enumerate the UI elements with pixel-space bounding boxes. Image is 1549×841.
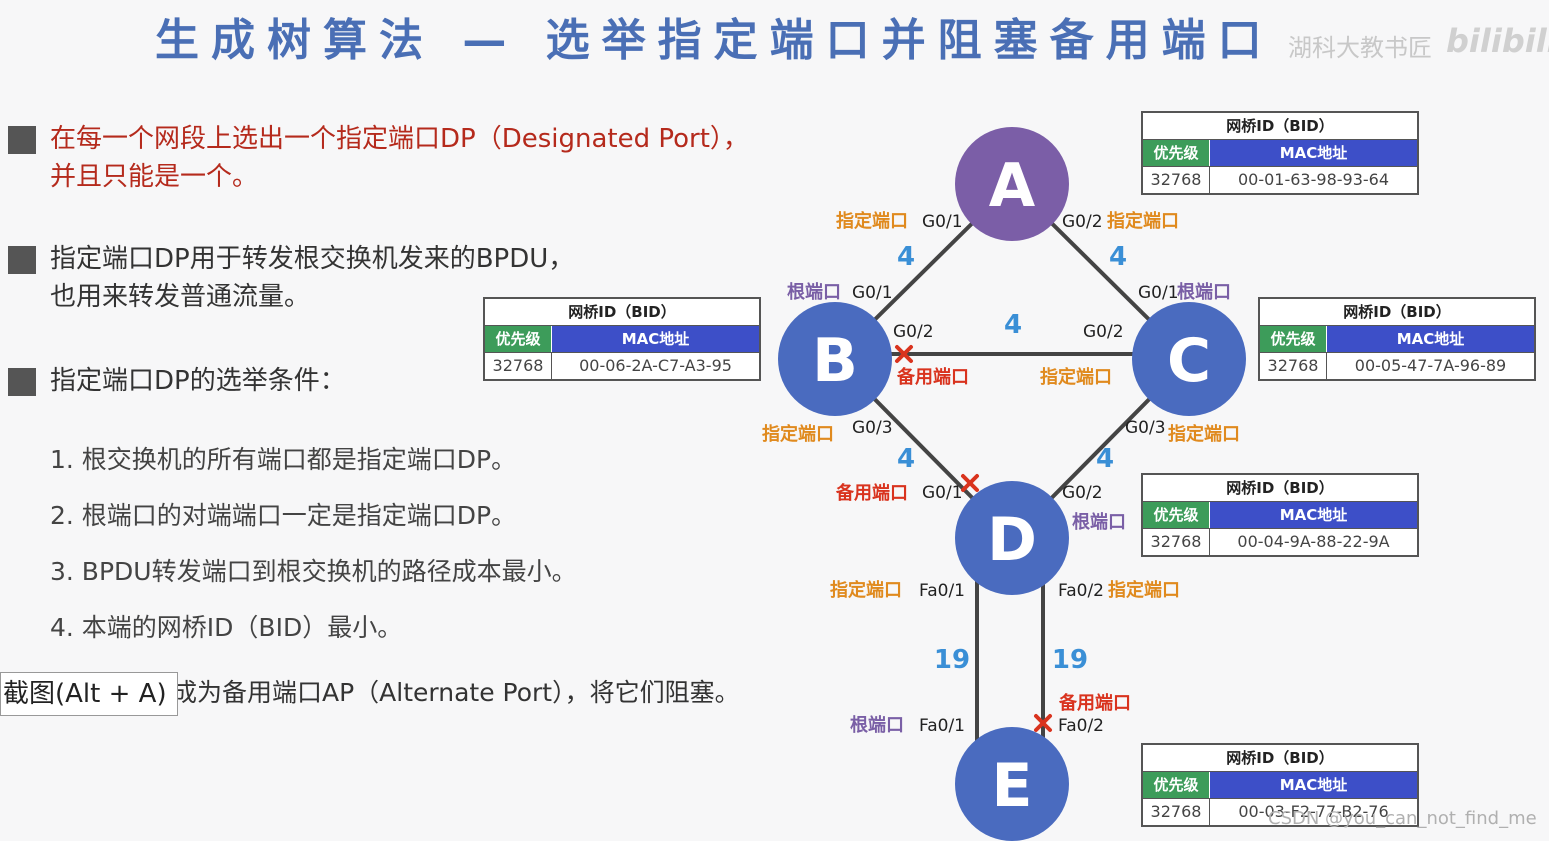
blocked-x-icon [895, 345, 913, 363]
switch-b [778, 302, 892, 416]
role-b-g02: 备用端口 [896, 366, 969, 388]
mac-value: 00-04-9A-88-22-9A [1237, 532, 1390, 551]
priority-label: 优先级 [1143, 772, 1210, 798]
port-b-g02: G0/2 [893, 322, 934, 342]
cost-b-c: 4 [1004, 310, 1022, 340]
mac-value: 00-06-2A-C7-A3-95 [579, 356, 732, 375]
condition-1: 1. 根交换机的所有端口都是指定端口DP。 [50, 445, 517, 474]
port-e-fa01: Fa0/1 [919, 716, 965, 736]
paragraph-2-line-1: 指定端口DP用于转发根交换机发来的BPDU， [50, 244, 575, 274]
paragraph-2-line-2: 也用来转发普通流量。 [50, 282, 311, 312]
switch-c [1132, 302, 1246, 416]
blocked-x-icon [961, 474, 979, 492]
mac-value: 00-05-47-7A-96-89 [1354, 356, 1507, 375]
role-c-g01: 根端口 [1177, 281, 1231, 303]
mac-label: MAC地址 [1210, 502, 1417, 528]
role-e-fa01: 根端口 [850, 714, 904, 736]
paragraph-3: 指定端口DP的选举条件： [50, 366, 346, 396]
bid-header: 网桥ID（BID） [1143, 745, 1417, 772]
mac-value: 00-03-F2-77-B2-76 [1238, 802, 1389, 821]
priority-value: 32768 [485, 353, 552, 379]
bid-header: 网桥ID（BID） [485, 299, 759, 326]
priority-value: 32768 [1143, 799, 1210, 825]
role-d-fa01: 指定端口 [830, 579, 902, 601]
port-c-g02: G0/2 [1083, 322, 1124, 342]
switch-a [955, 127, 1069, 241]
switch-c-label: C [1167, 326, 1211, 396]
role-a-g01: 指定端口 [836, 210, 908, 232]
blocked-x-icon [1034, 714, 1052, 732]
bid-header: 网桥ID（BID） [1260, 299, 1534, 326]
priority-label: 优先级 [1260, 326, 1327, 352]
port-d-g01: G0/1 [922, 483, 963, 503]
condition-2: 2. 根端口的对端端口一定是指定端口DP。 [50, 501, 517, 530]
role-d-fa02: 指定端口 [1108, 579, 1180, 601]
switch-e-label: E [992, 751, 1033, 821]
priority-label: 优先级 [485, 326, 552, 352]
bilibili-logo: bilibili [1446, 22, 1549, 60]
priority-value: 32768 [1260, 353, 1327, 379]
port-b-g01: G0/1 [852, 283, 893, 303]
bullet-2 [8, 246, 36, 274]
port-a-g01: G0/1 [922, 212, 963, 232]
role-d-g01: 备用端口 [835, 482, 908, 504]
role-b-g03: 指定端口 [762, 423, 834, 445]
screenshot-tooltip[interactable]: 截图(Alt + A) [0, 672, 178, 716]
bullet-3 [8, 368, 36, 396]
condition-4: 4. 本端的网桥ID（BID）最小。 [50, 613, 403, 642]
credit-watermark: CSDN @you_can_not_find_me [1268, 808, 1537, 829]
switch-b-label: B [812, 326, 858, 396]
role-d-g02: 根端口 [1072, 511, 1126, 533]
cost-a-c: 4 [1109, 242, 1127, 272]
priority-label: 优先级 [1143, 140, 1210, 166]
mac-label: MAC地址 [1210, 140, 1417, 166]
port-b-g03: G0/3 [852, 418, 893, 438]
cost-d-e-2: 19 [1052, 645, 1088, 675]
priority-value: 32768 [1143, 167, 1210, 193]
role-b-g01: 根端口 [787, 281, 841, 303]
switch-e [955, 727, 1069, 841]
mac-label: MAC地址 [1210, 772, 1417, 798]
port-e-fa02: Fa0/2 [1058, 716, 1104, 736]
switch-d [955, 481, 1069, 595]
bid-header: 网桥ID（BID） [1143, 113, 1417, 140]
role-e-fa02: 备用端口 [1058, 692, 1131, 714]
switch-d-label: D [987, 505, 1037, 575]
priority-label: 优先级 [1143, 502, 1210, 528]
cost-b-d: 4 [897, 444, 915, 474]
bid-header: 网桥ID（BID） [1143, 475, 1417, 502]
page-title: 生成树算法 — 选举指定端口并阻塞备用端口 [155, 15, 1274, 66]
mac-value: 00-01-63-98-93-64 [1237, 170, 1390, 189]
mac-label: MAC地址 [552, 326, 759, 352]
port-a-g02: G0/2 [1062, 212, 1103, 232]
mac-label: MAC地址 [1327, 326, 1534, 352]
bullet-1 [8, 126, 36, 154]
port-d-fa02: Fa0/2 [1058, 581, 1104, 601]
condition-3: 3. BPDU转发端口到根交换机的路径成本最小。 [50, 557, 577, 586]
port-d-fa01: Fa0/1 [919, 581, 965, 601]
cost-a-b: 4 [897, 242, 915, 272]
cost-c-d: 4 [1096, 444, 1114, 474]
watermark: 湖科大教书匠 [1288, 34, 1432, 62]
cost-d-e-1: 19 [934, 645, 970, 675]
switch-a-label: A [989, 151, 1036, 221]
paragraph-last: 成为备用端口AP（Alternate Port），将它们阻塞。 [172, 678, 740, 707]
role-c-g02: 指定端口 [1040, 366, 1112, 388]
port-c-g03: G0/3 [1125, 418, 1166, 438]
port-d-g02: G0/2 [1062, 483, 1103, 503]
role-c-g03: 指定端口 [1168, 423, 1240, 445]
role-a-g02: 指定端口 [1107, 210, 1179, 232]
paragraph-1-line-1: 在每一个网段上选出一个指定端口DP（Designated Port）， [50, 124, 749, 154]
port-c-g01: G0/1 [1138, 283, 1179, 303]
paragraph-1-line-2: 并且只能是一个。 [50, 162, 259, 192]
priority-value: 32768 [1143, 529, 1210, 555]
